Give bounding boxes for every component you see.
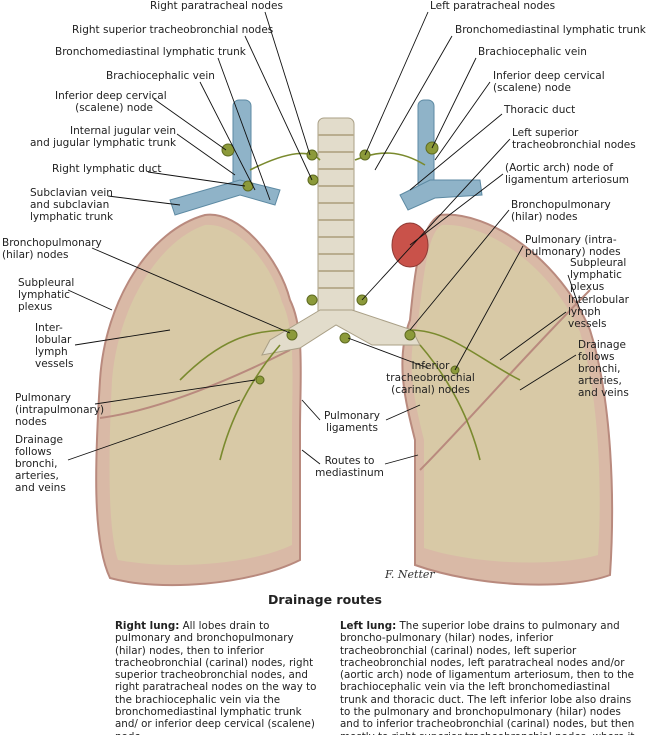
label-left-brachiocephalic-vein: Brachiocephalic vein — [478, 46, 587, 58]
caption-left-text: The superior lobe drains to pulmonary an… — [340, 620, 635, 735]
left-lung-inner — [411, 224, 600, 563]
caption-right-lung: Right lung: All lobes drain to pulmonary… — [115, 620, 323, 735]
label-internal-jugular-vein: Internal jugular vein and jugular lympha… — [30, 125, 177, 149]
left-subclavian-vein — [399, 179, 483, 211]
label-right-interlobular-vessels: Inter- lobular lymph vessels — [35, 322, 74, 370]
caption-title: Drainage routes — [268, 592, 382, 607]
right-lung-inner — [109, 224, 293, 565]
caption-left-lung: Left lung: The superior lobe drains to p… — [340, 620, 640, 735]
right-subclavian-vein — [169, 179, 281, 216]
label-right-paratracheal-nodes: Right paratracheal nodes — [150, 0, 283, 12]
label-left-interlobular-vessels: Interlobular lymph vessels — [568, 294, 629, 330]
leader-lines — [67, 11, 581, 465]
lymph-vessels — [179, 152, 521, 461]
label-left-pulmonary-nodes: Pulmonary (intra- pulmonary) nodes — [525, 234, 621, 258]
label-pulmonary-ligaments: Pulmonary ligaments — [324, 410, 380, 434]
label-right-lymphatic-duct: Right lymphatic duct — [52, 163, 162, 175]
left-lung-fissure — [419, 289, 591, 471]
label-right-bronchopulmonary-nodes: Bronchopulmonary (hilar) nodes — [2, 237, 102, 261]
illustration: F. Netter — [67, 11, 614, 587]
netter-signature: F. Netter — [384, 568, 435, 581]
label-left-subpleural-plexus: Subpleural lymphatic plexus — [570, 257, 627, 293]
label-thoracic-duct: Thoracic duct — [504, 104, 576, 116]
label-left-superior-tracheobronchial-nodes: Left superior tracheobronchial nodes — [512, 127, 636, 151]
label-left-bronchomediastinal-trunk: Bronchomediastinal lymphatic trunk — [455, 24, 646, 36]
main-bronchi — [261, 309, 421, 356]
caption-right-text: All lobes drain to pulmonary and broncho… — [115, 620, 317, 735]
label-subclavian-vein: Subclavian vein and subclavian lymphatic… — [30, 187, 114, 223]
label-right-subpleural-plexus: Subpleural lymphatic plexus — [18, 277, 75, 313]
label-right-bronchomediastinal-trunk: Bronchomediastinal lymphatic trunk — [55, 46, 246, 58]
label-right-brachiocephalic-vein: Brachiocephalic vein — [106, 70, 215, 82]
label-left-bronchopulmonary-nodes: Bronchopulmonary (hilar) nodes — [511, 199, 611, 223]
caption-right-heading: Right lung: — [115, 620, 180, 632]
label-right-superior-tracheobronchial-nodes: Right superior tracheobronchial nodes — [72, 24, 274, 36]
label-right-inferior-deep-cervical-node: Inferior deep cervical (scalene) node — [55, 90, 167, 114]
label-left-inferior-deep-cervical-node: Inferior deep cervical (scalene) node — [493, 70, 605, 94]
label-left-drainage: Drainage follows bronchi, arteries, and … — [578, 339, 629, 399]
label-routes-to-mediastinum: Routes to mediastinum — [315, 455, 384, 479]
label-right-drainage: Drainage follows bronchi, arteries, and … — [15, 434, 66, 494]
label-left-paratracheal-nodes: Left paratracheal nodes — [430, 0, 556, 12]
label-aortic-arch-node: (Aortic arch) node of ligamentum arterio… — [505, 162, 629, 186]
label-inferior-tracheobronchial-nodes: Inferior tracheobronchial (carinal) node… — [386, 360, 475, 396]
label-right-pulmonary-nodes: Pulmonary (intrapulmonary) nodes — [15, 392, 105, 428]
caption-left-heading: Left lung: — [340, 620, 397, 632]
